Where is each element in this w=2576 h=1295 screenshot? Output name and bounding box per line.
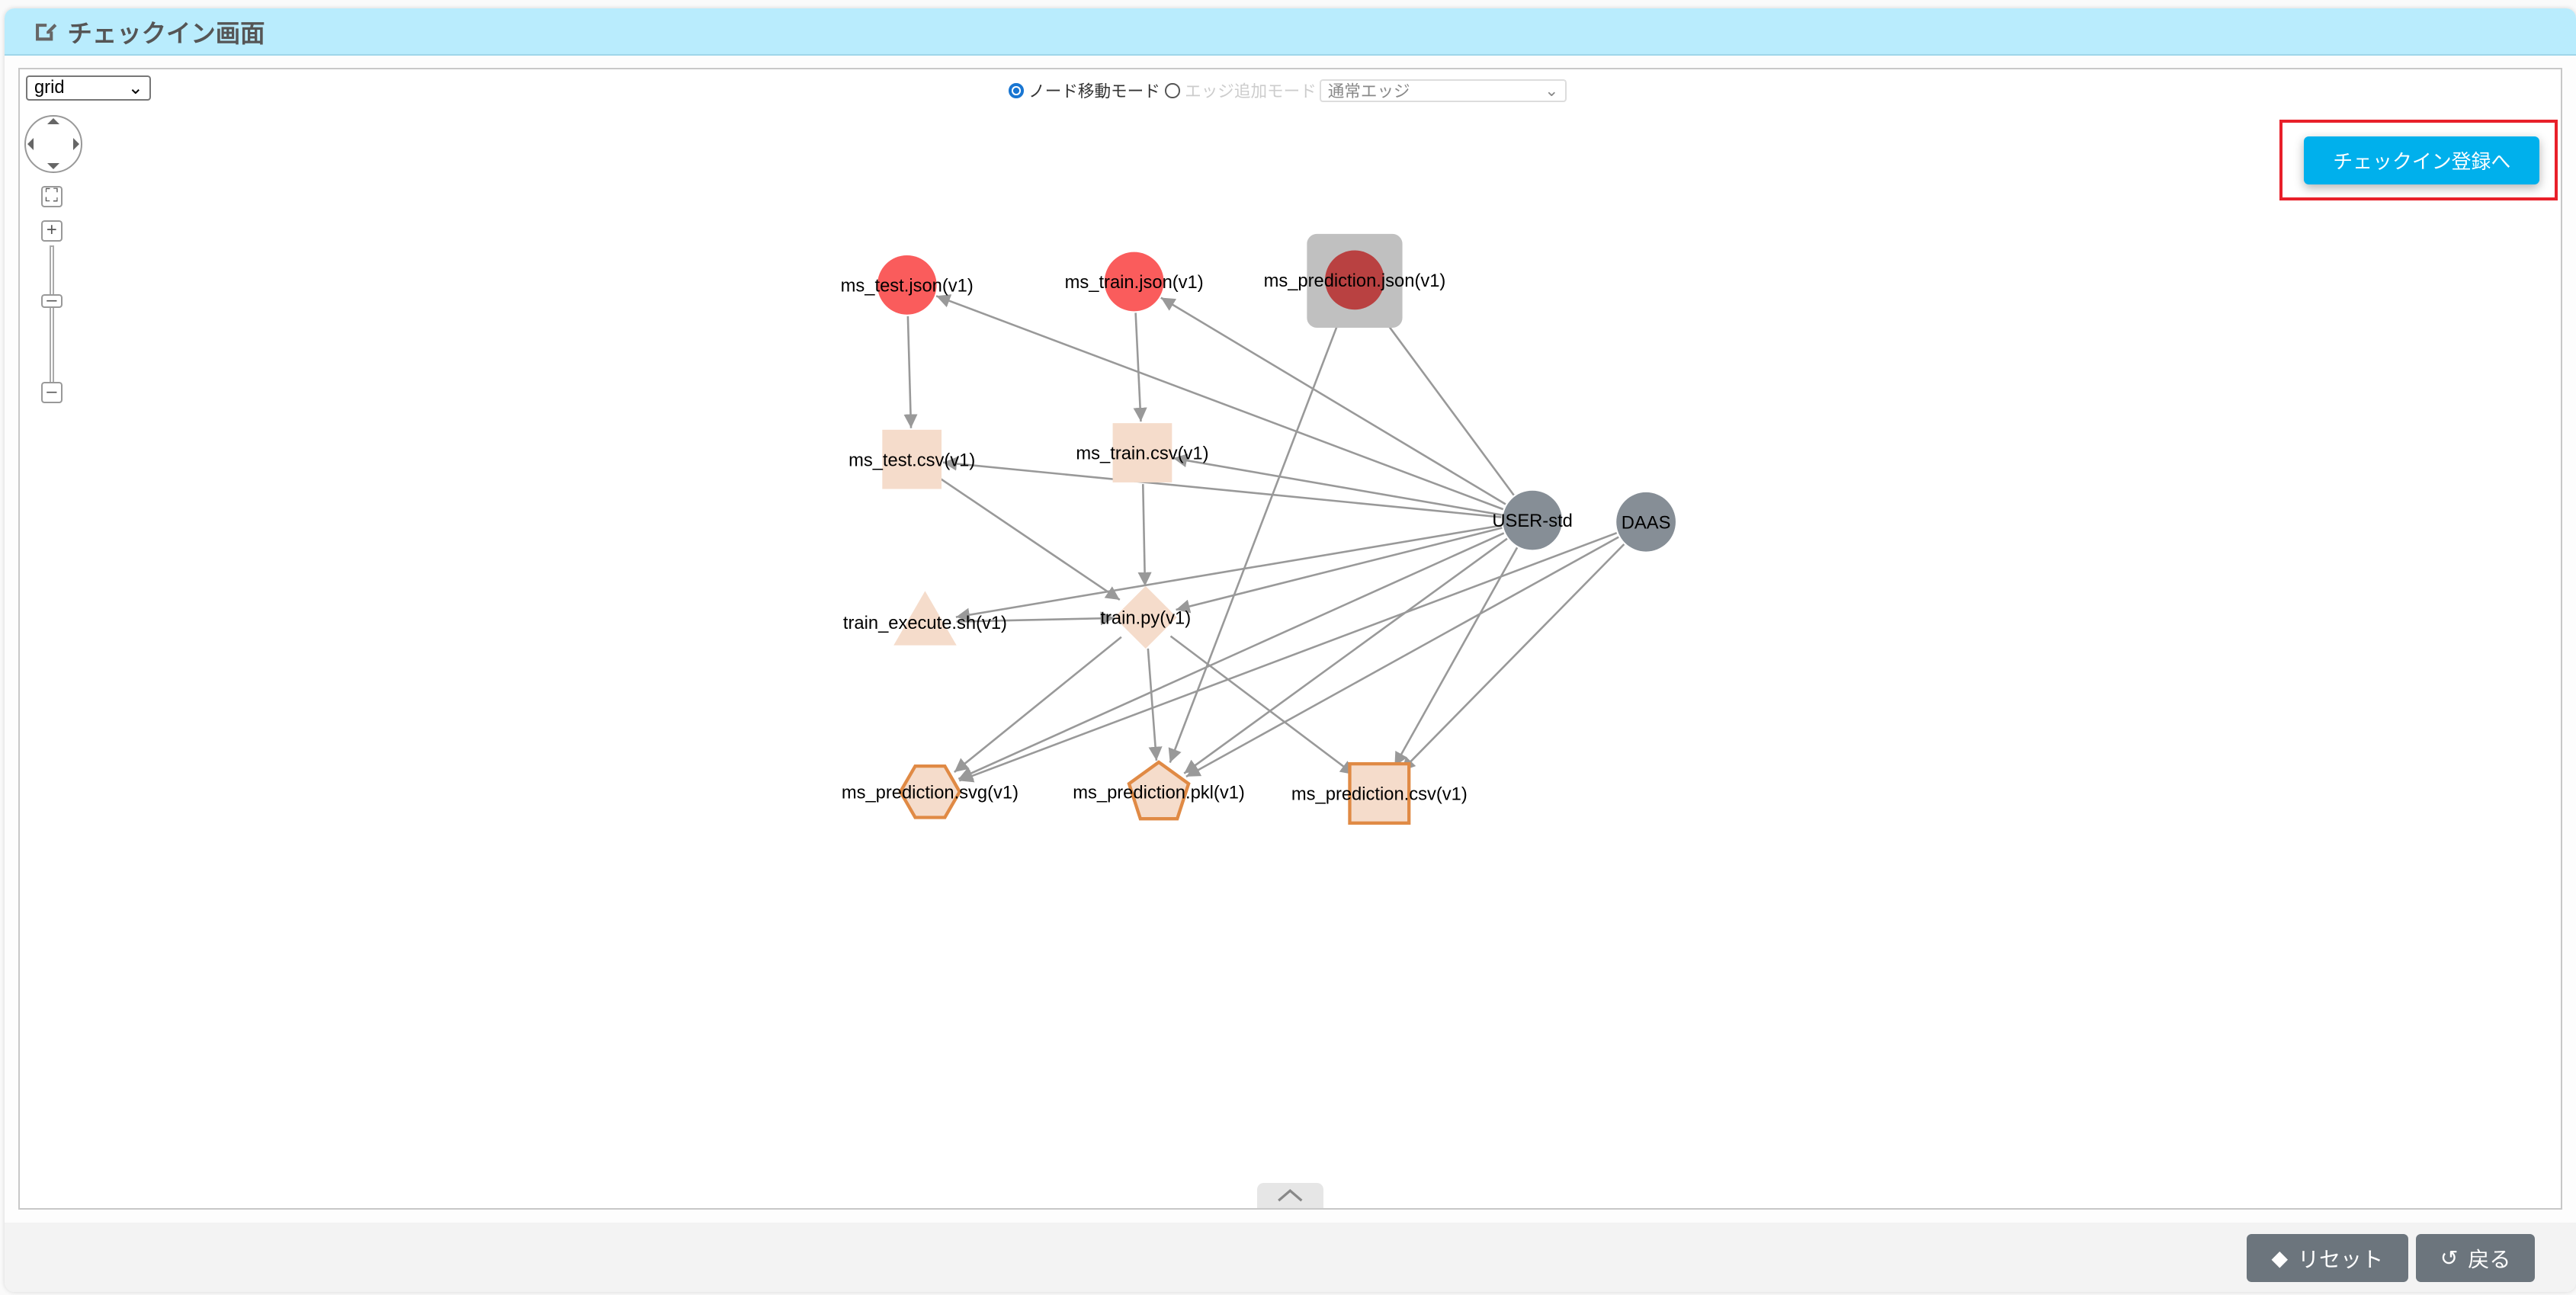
- node-train_py[interactable]: train.py(v1): [1100, 585, 1191, 649]
- chevron-down-icon: ⌄: [127, 78, 143, 98]
- plus-icon: +: [46, 220, 57, 241]
- circle-shape: [1502, 490, 1562, 550]
- collapse-handle[interactable]: [1257, 1183, 1323, 1208]
- reset-button[interactable]: ◆ リセット: [2247, 1234, 2408, 1282]
- edge-user_std-ms_prediction_csv[interactable]: [1393, 547, 1518, 767]
- node-daas[interactable]: DAAS: [1615, 492, 1676, 552]
- mode-move-radio[interactable]: [1009, 83, 1024, 98]
- square-shape: [1348, 761, 1411, 825]
- edge-type-value: 通常エッジ: [1327, 82, 1410, 101]
- pan-right-icon[interactable]: [72, 138, 79, 150]
- pan-up-icon[interactable]: [47, 118, 60, 125]
- node-label: train_execute.sh(v1): [843, 614, 1007, 633]
- node-label: ms_prediction.json(v1): [1263, 271, 1445, 290]
- fit-view-button[interactable]: ⛶: [40, 185, 63, 207]
- node-label: ms_test.json(v1): [840, 276, 973, 296]
- edge-ms_train_csv-train_py[interactable]: [1137, 483, 1152, 586]
- edge-daas-ms_prediction_pkl[interactable]: [1185, 535, 1619, 777]
- circle-shape: [1324, 249, 1384, 309]
- page-header: チェックイン画面: [5, 8, 2576, 56]
- eraser-icon: ◆: [2271, 1246, 2289, 1271]
- circle-shape: [1104, 252, 1164, 311]
- node-ms_train_json[interactable]: ms_train.json(v1): [1064, 252, 1203, 311]
- edge-user_std-train_py[interactable]: [1175, 526, 1503, 613]
- node-ms_prediction_json[interactable]: ms_prediction.json(v1): [1263, 233, 1445, 328]
- edge-ms_test_json-ms_test_csv[interactable]: [903, 316, 918, 428]
- square-shape: [1112, 422, 1173, 482]
- edge-train_execute_sh-train_py[interactable]: [956, 611, 1115, 625]
- edge-train_py-ms_prediction_csv[interactable]: [1169, 635, 1355, 775]
- node-ms_test_json[interactable]: ms_test.json(v1): [840, 255, 973, 315]
- edge-type-select[interactable]: 通常エッジ ⌄: [1320, 79, 1567, 103]
- node-ms_prediction_csv[interactable]: ms_prediction.csv(v1): [1291, 761, 1468, 825]
- mode-edge-radio[interactable]: [1165, 83, 1180, 98]
- node-ms_test_csv[interactable]: ms_test.csv(v1): [849, 429, 975, 489]
- layout-select-value: grid: [34, 77, 65, 98]
- circle-shape: [1615, 492, 1676, 552]
- edge-daas-ms_prediction_csv[interactable]: [1400, 543, 1625, 772]
- checkin-register-button[interactable]: チェックイン登録へ: [2304, 136, 2540, 184]
- edge-user_std-ms_test_json[interactable]: [935, 293, 1503, 510]
- node-user_std[interactable]: USER-std: [1492, 490, 1573, 550]
- reset-label: リセット: [2297, 1248, 2384, 1272]
- edit-icon: [36, 23, 57, 41]
- edge-train_py-ms_prediction_pkl[interactable]: [1147, 648, 1163, 761]
- pan-control: [24, 114, 82, 173]
- node-label: ms_train.json(v1): [1064, 273, 1203, 293]
- back-button[interactable]: ↺ 戻る: [2416, 1234, 2535, 1282]
- edge-user_std-ms_prediction_json[interactable]: [1372, 304, 1515, 495]
- fullscreen-icon: ⛶: [45, 185, 59, 206]
- edge-daas-ms_prediction_svg[interactable]: [958, 531, 1617, 782]
- pan-left-icon[interactable]: [27, 138, 34, 150]
- node-label: DAAS: [1622, 513, 1671, 533]
- zoom-out-button[interactable]: –: [40, 381, 63, 403]
- edge-ms_test_csv-train_py[interactable]: [937, 476, 1121, 601]
- edge-user_std-ms_prediction_pkl[interactable]: [1183, 537, 1508, 774]
- highlight-frame: [2279, 120, 2558, 201]
- chevron-down-icon: ⌄: [1545, 80, 1559, 100]
- mode-move-label[interactable]: ノード移動モード: [1028, 82, 1160, 101]
- footer: ◆ リセット ↺ 戻る: [5, 1223, 2576, 1292]
- node-label: ms_prediction.svg(v1): [842, 783, 1019, 803]
- graph-canvas[interactable]: grid ⌄ ノード移動モード エッジ追加モード 通常エッジ ⌄ ⛶ + – – チ…: [18, 67, 2563, 1210]
- page-title: チェックイン画面: [67, 19, 265, 47]
- edge-user_std-ms_train_csv[interactable]: [1173, 453, 1502, 516]
- node-label: ms_prediction.csv(v1): [1291, 784, 1468, 804]
- edge-train_py-ms_prediction_svg[interactable]: [953, 636, 1122, 773]
- hexagon-shape: [898, 764, 962, 819]
- mode-edge-label[interactable]: エッジ追加モード: [1185, 82, 1317, 101]
- circle-shape: [877, 255, 937, 315]
- node-train_execute_sh[interactable]: train_execute.sh(v1): [843, 590, 1007, 646]
- node-ms_prediction_svg[interactable]: ms_prediction.svg(v1): [842, 764, 1019, 819]
- pan-down-icon[interactable]: [47, 163, 60, 169]
- checkin-card: チェックイン画面 grid ⌄ ノード移動モード エッジ追加モード 通常エッジ ⌄ …: [5, 8, 2576, 1292]
- layout-select[interactable]: grid ⌄: [26, 75, 152, 101]
- chevron-up-icon: [1278, 1188, 1303, 1202]
- edge-user_std-train_execute_sh[interactable]: [955, 524, 1502, 622]
- back-label: 戻る: [2468, 1248, 2511, 1272]
- pentagon-shape: [1127, 759, 1191, 820]
- minus-icon: –: [47, 381, 57, 402]
- edge-user_std-ms_prediction_svg[interactable]: [958, 531, 1504, 780]
- node-label: USER-std: [1492, 511, 1573, 531]
- undo-icon: ↺: [2440, 1246, 2459, 1271]
- zoom-slider-handle[interactable]: –: [40, 291, 63, 309]
- zoom-in-button[interactable]: +: [40, 220, 63, 242]
- edge-ms_prediction_json-ms_prediction_pkl[interactable]: [1168, 308, 1345, 763]
- node-label: ms_prediction.pkl(v1): [1073, 783, 1245, 803]
- diamond-shape: [1114, 585, 1177, 649]
- triangle-shape: [893, 590, 957, 646]
- edge-user_std-ms_test_csv[interactable]: [942, 456, 1502, 518]
- node-label: train.py(v1): [1100, 608, 1191, 628]
- node-label: ms_train.csv(v1): [1076, 444, 1208, 463]
- node-ms_prediction_pkl[interactable]: ms_prediction.pkl(v1): [1073, 759, 1245, 820]
- mode-bar: ノード移動モード エッジ追加モード 通常エッジ ⌄: [1009, 79, 1567, 103]
- edge-ms_train_json-ms_train_csv[interactable]: [1133, 312, 1147, 422]
- graph-svg: ms_test.json(v1) ms_train.json(v1) ms_pred…: [840, 233, 1676, 825]
- node-label: ms_test.csv(v1): [849, 450, 975, 470]
- node-ms_train_csv[interactable]: ms_train.csv(v1): [1076, 422, 1208, 482]
- edge-user_std-ms_train_json[interactable]: [1160, 296, 1506, 505]
- square-shape: [882, 429, 942, 489]
